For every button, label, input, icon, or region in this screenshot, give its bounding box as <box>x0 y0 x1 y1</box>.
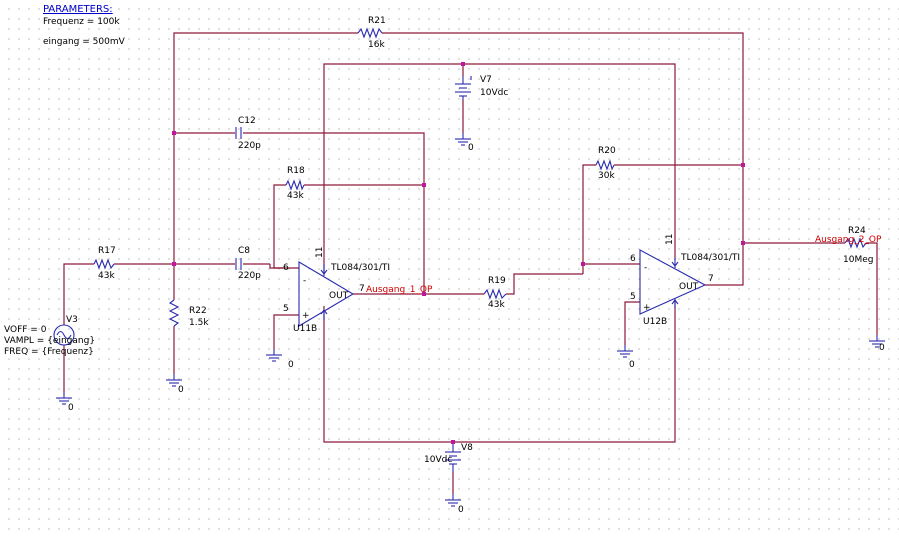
ground-u11b <box>265 348 283 362</box>
r20-value: 30k <box>598 171 615 181</box>
r21-value: 16k <box>368 40 385 50</box>
u11b-pin-noninv: 5 <box>283 304 289 314</box>
v3-voff: VOFF = 0 <box>4 325 47 335</box>
u11b-plus: + <box>302 311 310 321</box>
ground-label-v7: 0 <box>468 143 474 153</box>
r17-name: R17 <box>98 246 116 256</box>
u12b-minus: - <box>644 263 647 273</box>
ground-u12b <box>616 344 634 358</box>
u11b-out-label: OUT <box>329 291 349 301</box>
r22-value: 1.5k <box>189 318 209 328</box>
param-eingang: eingang = 500mV <box>43 37 126 47</box>
resistor-r17[interactable] <box>93 258 115 270</box>
r19-value: 43k <box>488 300 505 310</box>
v3-freq: FREQ = {Frequenz} <box>4 347 94 357</box>
opamp-u11b[interactable] <box>298 261 355 327</box>
v7-name: V7 <box>480 75 492 85</box>
u12b-pin-noninv: 5 <box>630 292 636 302</box>
param-frequenz: Frequenz = 100k <box>43 17 120 27</box>
net-ausgang-2: Ausgang_2_OP <box>815 235 882 245</box>
wires <box>63 32 878 494</box>
opamp-u12b[interactable] <box>639 249 707 315</box>
resistor-r24[interactable] <box>844 237 867 249</box>
resistor-r20[interactable] <box>595 159 615 171</box>
v8-name: V8 <box>461 443 473 453</box>
resistor-r21[interactable] <box>357 27 383 39</box>
u12b-out-label: OUT <box>679 282 699 292</box>
u11b-part: TL084/301/TI <box>330 263 390 273</box>
r24-value: 10Meg <box>843 255 873 265</box>
u12b-name: U12B <box>643 317 667 327</box>
r18-value: 43k <box>287 191 304 201</box>
sine-source-v3[interactable] <box>53 324 75 346</box>
u11b-minus: - <box>303 276 306 286</box>
u12b-pin-out: 7 <box>708 274 714 284</box>
u11b-name: U11B <box>293 324 317 334</box>
ground-label-v3: 0 <box>68 403 74 413</box>
ground-label-r24: 0 <box>879 343 885 353</box>
capacitor-c12[interactable] <box>235 127 242 139</box>
u12b-plus: + <box>643 303 651 313</box>
dc-source-v8[interactable] <box>445 444 461 472</box>
r19-name: R19 <box>488 276 506 286</box>
resistor-r18[interactable] <box>285 179 305 191</box>
r21-name: R21 <box>368 16 386 26</box>
parameters-header: PARAMETERS: <box>43 4 113 15</box>
v3-vampl: VAMPL = {eingang} <box>4 336 95 346</box>
r24-name: R24 <box>848 226 866 236</box>
u12b-pin-vplus: 11 <box>665 234 675 245</box>
capacitor-c8[interactable] <box>235 258 242 270</box>
v3-name: V3 <box>66 315 78 325</box>
v8-value: 10Vdc <box>424 455 452 465</box>
ground-label-v8: 0 <box>458 505 464 515</box>
r17-value: 43k <box>98 271 115 281</box>
c8-value: 220p <box>238 271 261 281</box>
u11b-pin-out: 7 <box>359 284 365 294</box>
ground-label-r22: 0 <box>178 385 184 395</box>
v7-value: 10Vdc <box>480 88 508 98</box>
c12-name: C12 <box>238 116 256 126</box>
r20-name: R20 <box>598 146 616 156</box>
u11b-pin-vplus: 11 <box>315 247 325 258</box>
c12-value: 220p <box>238 141 261 151</box>
u12b-pin-inv: 6 <box>630 254 636 264</box>
resistor-r22[interactable] <box>168 299 180 327</box>
junction-dots <box>172 62 745 444</box>
dc-source-v7[interactable] <box>455 76 472 100</box>
r18-name: R18 <box>287 166 305 176</box>
u12b-part: TL084/301/TI <box>680 253 740 263</box>
c8-name: C8 <box>238 246 250 256</box>
ground-label-u11b: 0 <box>288 360 294 370</box>
u11b-pin-inv: 6 <box>283 263 289 273</box>
r22-name: R22 <box>189 306 207 316</box>
net-ausgang-1: Ausgang_1_OP <box>366 285 433 295</box>
resistor-r19[interactable] <box>483 288 507 300</box>
ground-label-u12b: 0 <box>629 360 635 370</box>
